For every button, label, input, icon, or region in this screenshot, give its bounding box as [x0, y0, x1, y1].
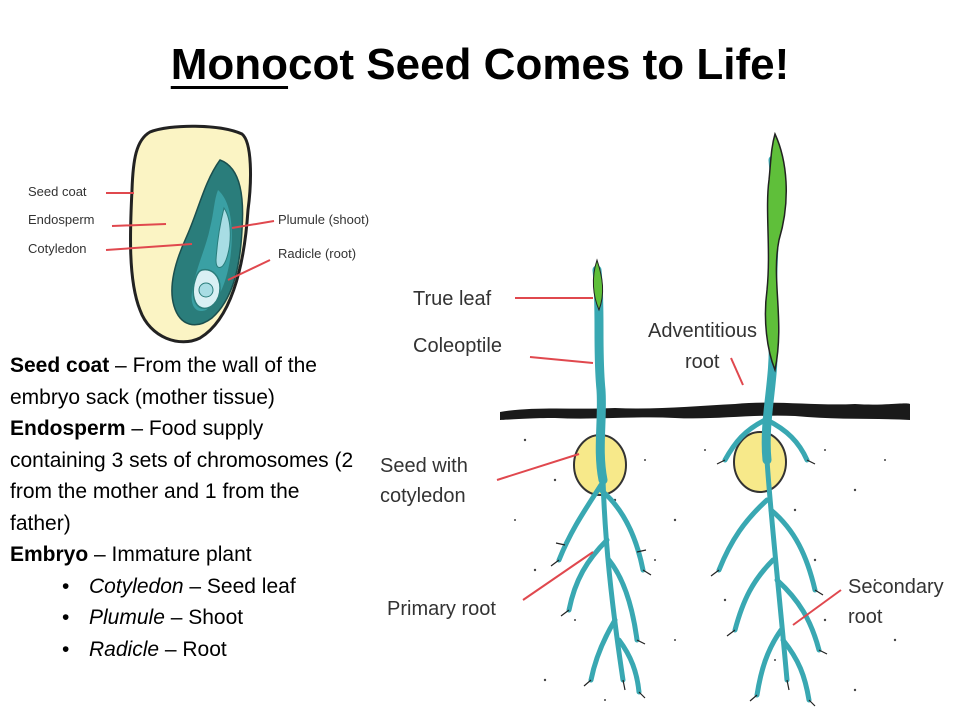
leaf-right [764, 131, 787, 373]
endosperm-text: – Food supply containing 3 sets of chrom… [10, 417, 354, 535]
pointer-secondary-root [792, 589, 842, 626]
label-seed-with: Seed with [380, 455, 468, 477]
pointer-endosperm [111, 223, 167, 227]
title-rest: cot Seed Comes to Life! [288, 40, 790, 89]
seedling-growth-diagram: True leaf Coleoptile Adventitious root S… [380, 131, 944, 707]
label-secondary: Secondary [848, 576, 944, 598]
embryo-description: Embryo – Immature plant [10, 539, 355, 571]
list-item: Radicle – Root [10, 634, 355, 666]
label-plumule: Plumule (shoot) [278, 212, 369, 227]
plumule-shape [215, 206, 231, 268]
seed-coat-text: – From the wall of the embryo sack (moth… [10, 354, 317, 409]
label-seed-coat: Seed coat [28, 184, 87, 199]
seed-coat-description: Seed coat – From the wall of the embryo … [10, 350, 355, 413]
pointer-cotyledon [105, 243, 193, 251]
pointer-plumule [231, 220, 275, 229]
bullet-text: – Root [159, 637, 227, 661]
bullet-text: – Shoot [164, 606, 244, 629]
label-primary-root: Primary root [387, 598, 496, 620]
monocot-seed-diagram: Seed coat Endosperm Cotyledon Plumule (s… [28, 124, 369, 344]
label-true-leaf: True leaf [413, 288, 492, 310]
radicle-tip [198, 282, 214, 298]
bullet-text: – Seed leaf [183, 574, 296, 598]
roots-left [556, 477, 646, 695]
pointer-seed-with [496, 453, 580, 481]
endosperm-term: Endosperm [10, 417, 126, 440]
pointer-coleoptile [529, 356, 594, 364]
label-cotyledon-plant: cotyledon [380, 485, 466, 507]
leaf-left [592, 258, 604, 312]
label-secondary-root: root [848, 606, 883, 628]
list-item: Cotyledon – Seed leaf [10, 571, 355, 603]
label-radicle: Radicle (root) [278, 246, 356, 261]
pointer-radicle [227, 259, 271, 281]
embryo-term: Embryo [10, 543, 89, 566]
label-endosperm: Endosperm [28, 212, 94, 227]
list-item: Plumule – Shoot [10, 602, 355, 634]
page-title: Monocot Seed Comes to Life! [0, 40, 960, 90]
soil-speckles [514, 438, 897, 701]
bullet-term: Radicle [89, 637, 160, 661]
pointer-adventitious [730, 357, 744, 386]
label-coleoptile: Coleoptile [413, 335, 502, 357]
seed-right [733, 431, 787, 493]
root-hairs-left [550, 542, 652, 699]
seed-coat-term: Seed coat [10, 354, 110, 377]
bullet-term: Plumule [89, 606, 165, 629]
description-block: Seed coat – From the wall of the embryo … [10, 350, 355, 665]
root-hairs-right [710, 459, 828, 707]
endosperm-description: Endosperm – Food supply containing 3 set… [10, 413, 355, 539]
embryo-parts-list: Cotyledon – Seed leaf Plumule – Shoot Ra… [10, 571, 355, 666]
pointer-primary-root [522, 551, 594, 601]
soil-surface [500, 402, 910, 420]
label-adventitious-root: root [685, 351, 720, 373]
roots-right [716, 417, 822, 703]
label-adventitious: Adventitious [648, 320, 757, 342]
label-cotyledon: Cotyledon [28, 241, 87, 256]
title-underlined-part: Mono [170, 40, 289, 89]
embryo-text: – Immature plant [88, 543, 252, 566]
bullet-term: Cotyledon [89, 574, 184, 598]
